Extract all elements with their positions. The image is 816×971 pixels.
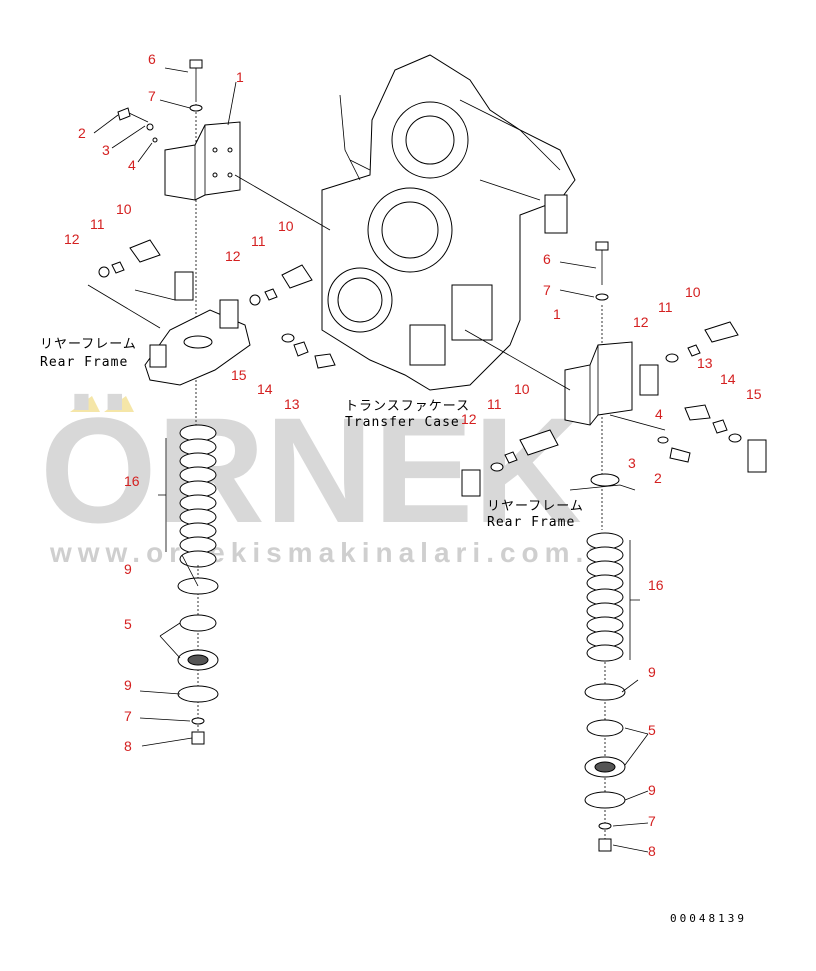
callout-9-left-upper: 9 [124, 561, 132, 577]
callout-8-right: 8 [648, 843, 656, 859]
callout-13-right: 13 [697, 355, 713, 371]
callout-8-left: 8 [124, 738, 132, 754]
callout-9-right-lower: 9 [648, 782, 656, 798]
callout-11-mid: 11 [251, 233, 266, 249]
callouts: 6 1 7 2 3 4 12 11 10 12 11 10 15 14 13 1… [64, 51, 762, 859]
callout-3-left: 3 [102, 142, 110, 158]
transfer-case-label-jp: トランスファケース [345, 399, 470, 414]
callout-10-lower: 10 [514, 381, 530, 397]
callout-4-right: 4 [655, 406, 663, 422]
callout-9-right-upper: 9 [648, 664, 656, 680]
callout-2-left: 2 [78, 125, 86, 141]
callout-7-right-lower: 7 [648, 813, 656, 829]
drawing-code: 00048139 [670, 912, 747, 925]
callout-10-mid: 10 [278, 218, 294, 234]
callout-1-right: 1 [553, 306, 561, 322]
rear-frame-label-en-right: Rear Frame [487, 515, 575, 530]
callout-7-left: 7 [148, 88, 156, 104]
callout-16-left: 16 [124, 473, 140, 489]
callout-3-right: 3 [628, 455, 636, 471]
callout-12-right: 12 [633, 314, 649, 330]
watermark-brand: ÖRNEK [40, 386, 582, 554]
callout-7-left-lower: 7 [124, 708, 132, 724]
right-mount-assembly [461, 241, 767, 852]
rear-frame-label-jp-right: リヤーフレーム [487, 499, 584, 514]
callout-11-right: 11 [658, 299, 673, 315]
watermark: ÖRNEK www.ornekismakinalari.com.tr [40, 386, 622, 568]
frame-labels: リヤーフレーム Rear Frame トランスファケース Transfer Ca… [40, 337, 584, 530]
callout-12-mid: 12 [225, 248, 241, 264]
watermark-url: www.ornekismakinalari.com.tr [49, 537, 622, 568]
callout-10-left: 10 [116, 201, 132, 217]
callout-14-right: 14 [720, 371, 736, 387]
callout-9-left-lower: 9 [124, 677, 132, 693]
callout-11-lower: 11 [487, 396, 502, 412]
callout-4-left: 4 [128, 157, 136, 173]
callout-10-right: 10 [685, 284, 701, 300]
callout-7-right: 7 [543, 282, 551, 298]
callout-13-left: 13 [284, 396, 300, 412]
callout-6-left: 6 [148, 51, 156, 67]
callout-14-left: 14 [257, 381, 273, 397]
callout-12-left: 12 [64, 231, 80, 247]
callout-5-right: 5 [648, 722, 656, 738]
callout-15-right: 15 [746, 386, 762, 402]
callout-2-right: 2 [654, 470, 662, 486]
callout-16-right: 16 [648, 577, 664, 593]
callout-5-left: 5 [124, 616, 132, 632]
callout-1-left: 1 [236, 69, 244, 85]
callout-15-left: 15 [231, 367, 247, 383]
rear-frame-label-jp: リヤーフレーム [40, 337, 137, 352]
callout-6-right: 6 [543, 251, 551, 267]
transfer-case [321, 54, 576, 391]
transfer-case-label-en: Transfer Case [345, 415, 460, 430]
callout-12-lower: 12 [461, 411, 477, 427]
callout-11-left: 11 [90, 216, 105, 232]
leader-lines [93, 67, 649, 853]
rear-frame-label-en: Rear Frame [40, 355, 128, 370]
